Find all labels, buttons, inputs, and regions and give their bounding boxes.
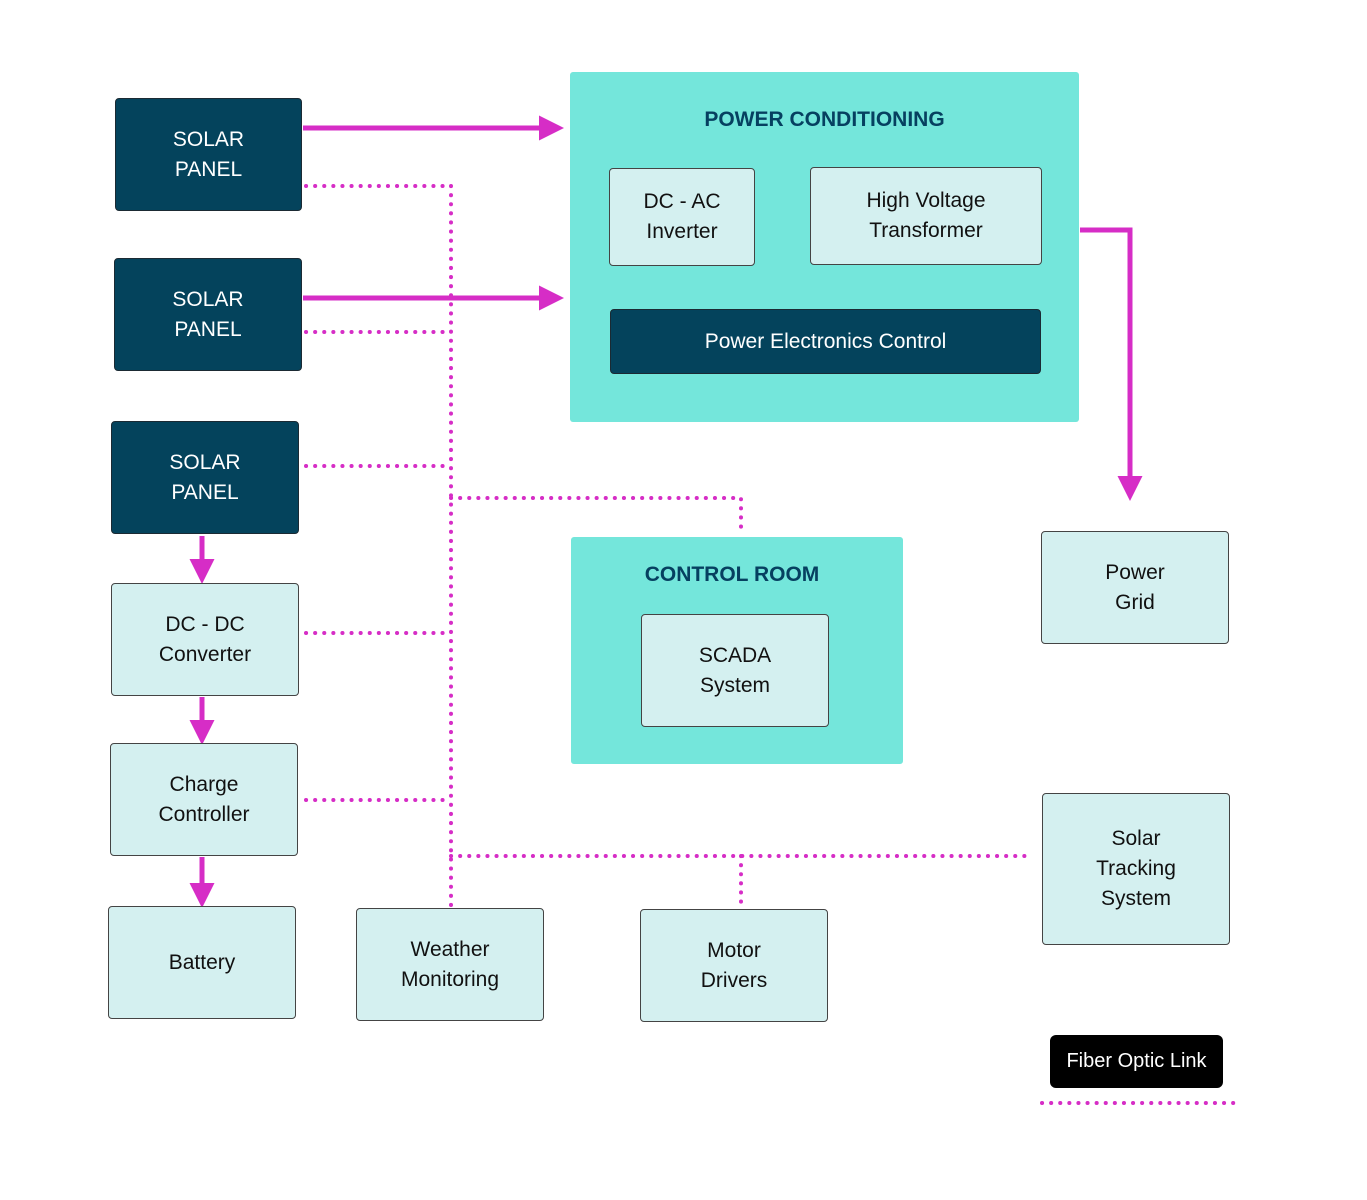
- dc-dc-converter[interactable]: DC - DC Converter: [111, 583, 299, 696]
- scada-system[interactable]: SCADA System: [641, 614, 829, 727]
- solar-tracking-system[interactable]: Solar Tracking System: [1042, 793, 1230, 945]
- legend-fiber-optic-link: Fiber Optic Link: [1050, 1035, 1223, 1088]
- power-electronics-control[interactable]: Power Electronics Control: [610, 309, 1041, 374]
- solar-panel-1[interactable]: SOLAR PANEL: [115, 98, 302, 211]
- high-voltage-transformer[interactable]: High Voltage Transformer: [810, 167, 1042, 265]
- dc-ac-inverter[interactable]: DC - AC Inverter: [609, 168, 755, 266]
- power-flow-arrows: [189, 115, 1143, 908]
- battery[interactable]: Battery: [108, 906, 296, 1019]
- power-grid[interactable]: Power Grid: [1041, 531, 1229, 644]
- arrow-power-conditioning-to-grid: [1080, 227, 1143, 501]
- charge-controller[interactable]: Charge Controller: [110, 743, 298, 856]
- fiber-link-control-room: [449, 496, 743, 537]
- solar-panel-3[interactable]: SOLAR PANEL: [111, 421, 299, 534]
- weather-monitoring[interactable]: Weather Monitoring: [356, 908, 544, 1021]
- power-conditioning-title: POWER CONDITIONING: [704, 108, 945, 131]
- control-room-title: CONTROL ROOM: [644, 563, 820, 586]
- solar-panel-2[interactable]: SOLAR PANEL: [114, 258, 302, 371]
- motor-drivers[interactable]: Motor Drivers: [640, 909, 828, 1022]
